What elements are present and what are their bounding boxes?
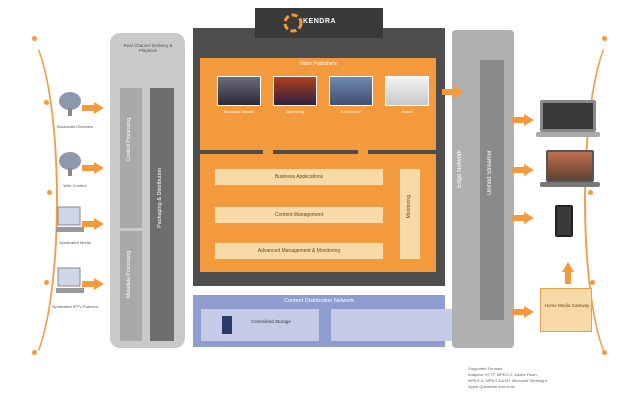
source-arrow xyxy=(82,218,104,230)
arc-dot xyxy=(44,280,49,285)
broadcast-thumbnail xyxy=(217,76,261,106)
unified-streamer-column: Unified Streamer xyxy=(480,60,504,320)
home-media-gateway: Home Media Gateway xyxy=(540,288,592,332)
advanced-management-bar: Advanced Management & Monitoring xyxy=(214,242,384,260)
satellite-dish-icon xyxy=(59,152,81,176)
right-arc xyxy=(584,30,640,370)
arc-dot xyxy=(32,36,37,41)
arc-dot xyxy=(602,350,607,355)
logo-tab: KENDRA xyxy=(255,8,383,38)
edge-arrow xyxy=(512,114,534,126)
monitoring-column: Monitoring xyxy=(399,168,421,260)
video-publishers-title: Video Publishers xyxy=(299,61,337,67)
edge-arrow xyxy=(512,212,534,224)
source-arrow xyxy=(82,278,104,290)
computer-icon xyxy=(56,267,84,293)
phone-icon xyxy=(555,205,573,237)
arc-dot xyxy=(602,36,607,41)
source-arrow xyxy=(82,162,104,174)
source-arrow xyxy=(82,102,104,114)
satellite-dish-icon xyxy=(59,92,81,116)
laptop-base xyxy=(540,182,600,187)
content-processing-column: Content Processing xyxy=(120,88,142,228)
content-management-bar: Content Management xyxy=(214,206,384,224)
ingest-block: Real Channel Delivery & Playback Content… xyxy=(110,33,185,348)
arc-dot xyxy=(588,190,593,195)
storage-icon xyxy=(222,316,232,334)
laptop-base xyxy=(536,132,600,137)
cdn-title: Content Distribution Network xyxy=(283,298,354,304)
format-notes: Supported Formats Adaptive HTTP, MPEG-2,… xyxy=(468,366,548,389)
arc-dot xyxy=(590,280,595,285)
logo-text: KENDRA xyxy=(303,18,336,25)
computer-icon xyxy=(56,206,84,232)
publisher-to-edge-arrow xyxy=(442,86,464,98)
arc-dot xyxy=(44,100,49,105)
arc-dot xyxy=(47,190,52,195)
search-thumbnail xyxy=(385,76,429,106)
edge-arrow xyxy=(512,306,534,318)
centralized-storage-box: Centralized Storage xyxy=(201,309,319,341)
ecommerce-thumbnail xyxy=(329,76,373,106)
monitor-icon xyxy=(546,150,594,182)
cdn-extension xyxy=(331,309,464,341)
packaging-distribution-column: Packaging & Distribution xyxy=(150,88,174,341)
arc-dot xyxy=(32,350,37,355)
laptop-icon xyxy=(540,100,596,132)
gateway-up-arrow xyxy=(562,262,574,284)
edge-arrow xyxy=(512,164,534,176)
application-layers-panel: Business Applications Content Management… xyxy=(200,154,436,272)
advertising-thumbnail xyxy=(273,76,317,106)
business-applications-bar: Business Applications xyxy=(214,168,384,186)
left-arc xyxy=(0,30,58,370)
video-publishers-panel: Video Publishers Broadcast Network Adver… xyxy=(200,58,436,150)
edge-network-panel: Edge Network Unified Streamer xyxy=(452,30,514,348)
logo-icon xyxy=(283,13,303,33)
core-platform: Video Publishers Broadcast Network Adver… xyxy=(193,28,445,286)
ingest-title: Real Channel Delivery & Playback xyxy=(123,43,173,53)
metadata-processing-column: Metadata Processing xyxy=(120,231,142,341)
